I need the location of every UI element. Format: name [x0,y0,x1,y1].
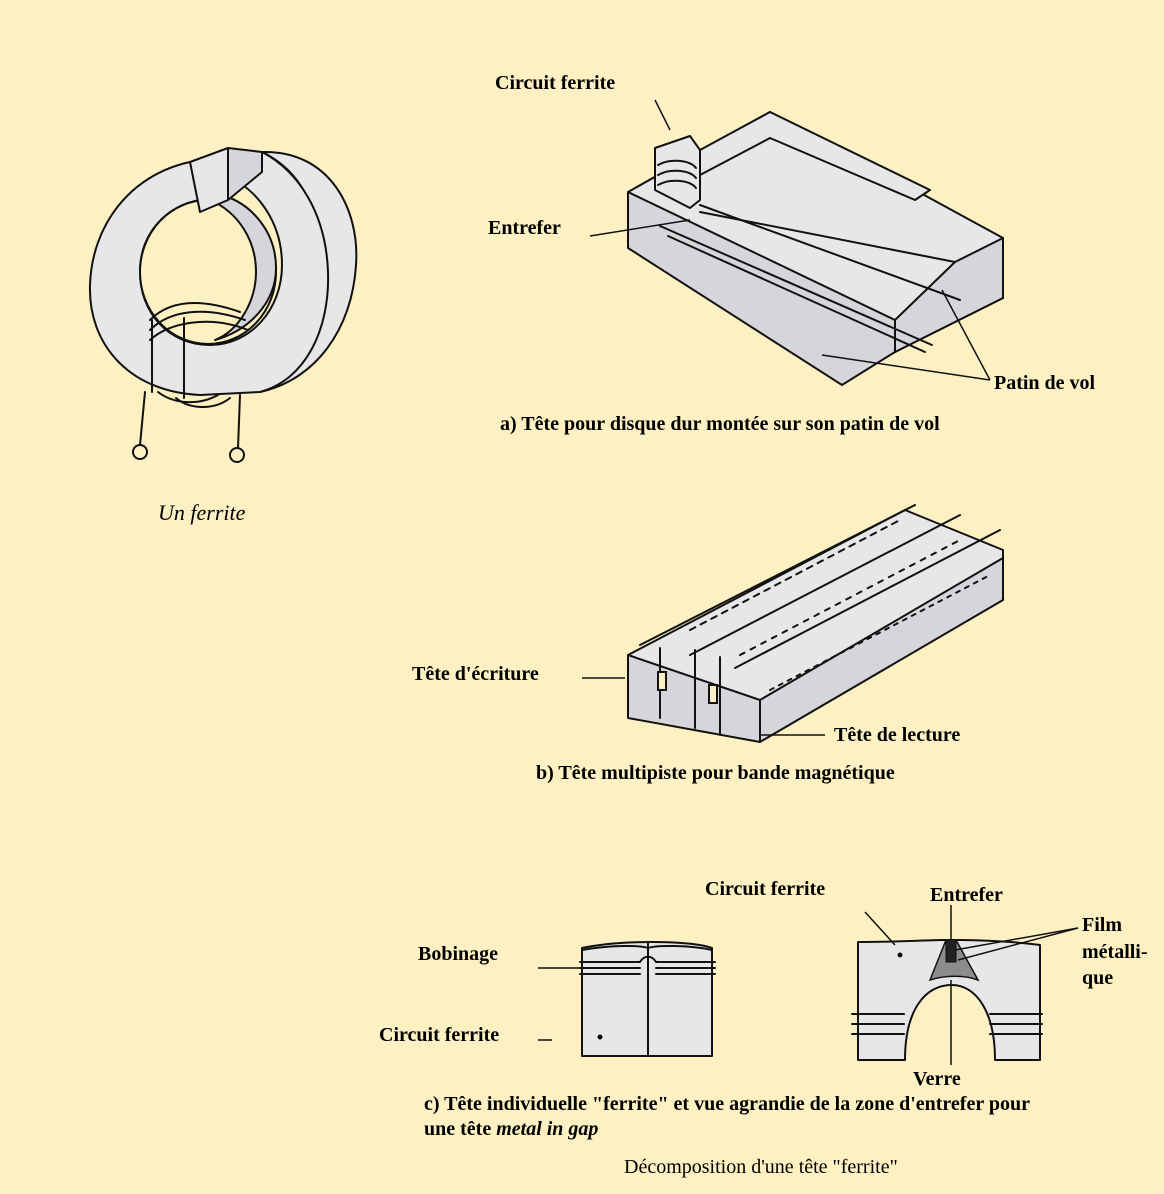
enlarged-gap-view [851,905,1079,1065]
label-tete-ecriture: Tête d'écriture [412,663,539,685]
label-film-line1: Film [1082,914,1122,936]
ferrite-caption: Un ferrite [158,500,246,525]
label-circuit-ferrite-c-left: Circuit ferrite [379,1024,499,1046]
label-film-line3: que [1082,967,1113,989]
caption-panel-a: a) Tête pour disque dur montée sur son p… [500,413,940,435]
caption-panel-c-line1: c) Tête individuelle "ferrite" et vue ag… [424,1093,1030,1115]
label-film-line2: métalli- [1082,941,1148,963]
figure-title: Décomposition d'une tête "ferrite" [624,1156,898,1178]
multitrack-tape-head [582,504,1004,743]
caption-panel-b: b) Tête multipiste pour bande magnétique [536,762,895,784]
ferrite-ring [88,147,358,463]
hdd-head-slider [589,99,1004,386]
label-entrefer-a: Entrefer [488,217,561,239]
label-patin-de-vol: Patin de vol [994,372,1096,394]
caption-panel-c-line2-b: metal in gap [496,1118,598,1140]
label-verre: Verre [913,1068,961,1090]
caption-panel-c-line2-a: une tête [424,1118,496,1140]
label-circuit-ferrite-c-top: Circuit ferrite [705,878,825,900]
label-circuit-ferrite-a: Circuit ferrite [495,72,615,94]
label-entrefer-c: Entrefer [930,884,1003,906]
label-bobinage: Bobinage [418,943,498,965]
individual-ferrite-head [538,941,716,1057]
caption-panel-c-line2: une tête metal in gap [424,1118,598,1140]
label-tete-lecture: Tête de lecture [834,724,960,746]
